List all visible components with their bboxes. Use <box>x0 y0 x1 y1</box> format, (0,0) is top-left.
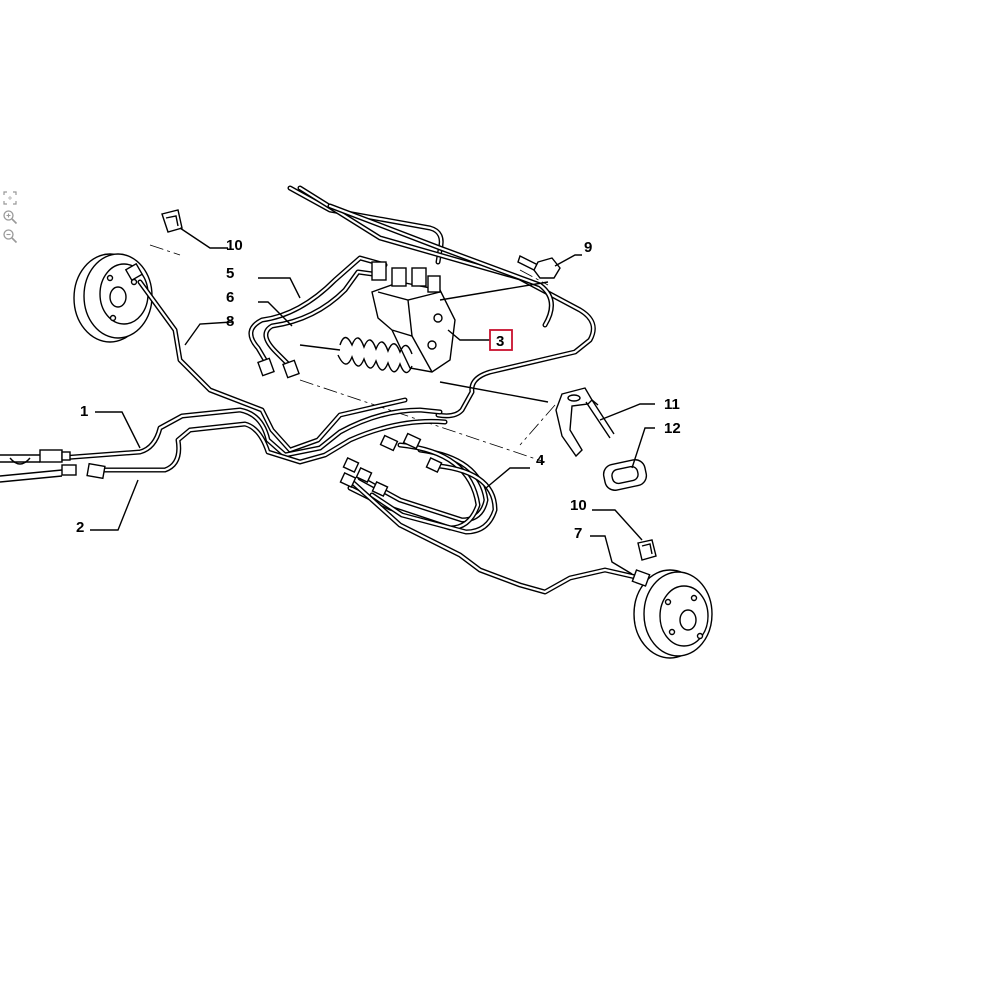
left-brake-drum <box>73 253 153 343</box>
callout-10-bottom[interactable]: 10 <box>570 497 587 514</box>
callout-11[interactable]: 11 <box>664 396 680 413</box>
leader-lines <box>90 227 655 575</box>
callout-2[interactable]: 2 <box>76 519 84 536</box>
pipe-clip-bottom <box>637 539 657 561</box>
callout-5[interactable]: 5 <box>226 265 234 282</box>
grommet <box>602 459 648 491</box>
callout-1[interactable]: 1 <box>80 403 88 420</box>
callout-3[interactable]: 3 <box>496 333 504 350</box>
pipe-fittings <box>39 262 651 587</box>
callout-3-highlight-box <box>489 329 513 351</box>
pressure-regulator-valve <box>299 261 456 374</box>
bolt <box>517 255 561 279</box>
left-hose-ends <box>0 454 63 483</box>
callout-10-top[interactable]: 10 <box>226 237 243 254</box>
callouts: 10 9 5 6 8 3 1 4 11 12 2 10 7 <box>76 237 681 542</box>
callout-4[interactable]: 4 <box>536 452 545 469</box>
bracket <box>555 387 615 458</box>
pipe-clip-top <box>161 209 183 233</box>
callout-8[interactable]: 8 <box>226 313 234 330</box>
callout-7[interactable]: 7 <box>574 525 582 542</box>
brake-pipes <box>57 185 643 595</box>
viewer-toolbar <box>2 190 20 247</box>
callout-6[interactable]: 6 <box>226 289 234 306</box>
zoom-in-icon[interactable] <box>2 209 18 225</box>
right-brake-drum <box>633 569 713 659</box>
zoom-out-icon[interactable] <box>2 228 18 244</box>
fit-screen-icon[interactable] <box>2 190 18 206</box>
callout-9[interactable]: 9 <box>584 239 592 256</box>
callout-12[interactable]: 12 <box>664 420 681 437</box>
